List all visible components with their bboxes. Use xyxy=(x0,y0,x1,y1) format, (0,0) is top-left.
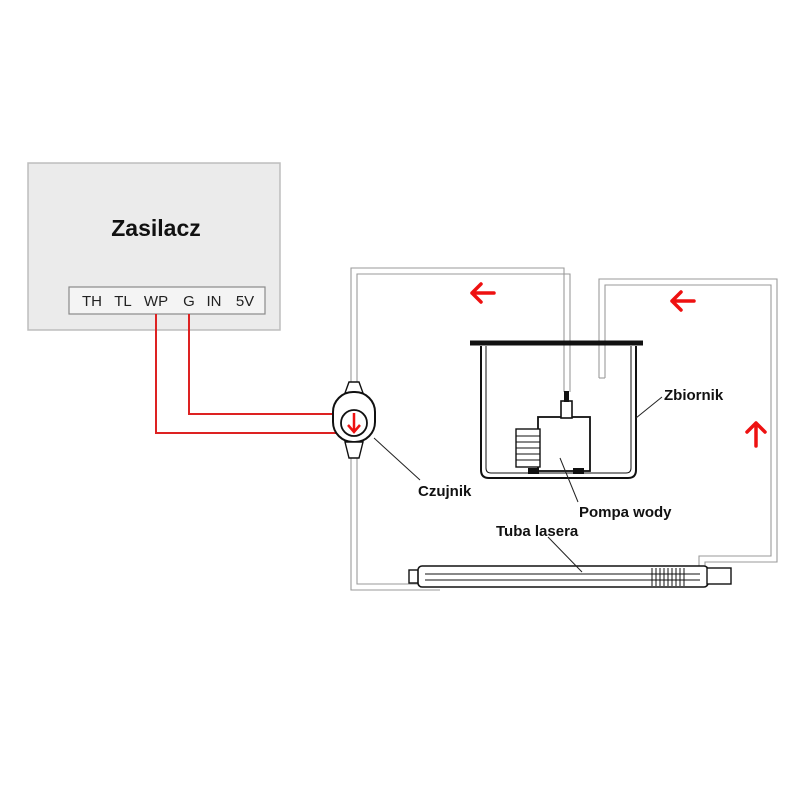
water-pipes xyxy=(350,267,778,591)
pipe-sensor-down-outer xyxy=(350,458,440,591)
pipe-sensor-down-inner xyxy=(356,458,436,585)
leader-tube xyxy=(547,536,583,573)
label-laser-tube: Tuba lasera xyxy=(496,523,579,540)
terminal-wp: WP xyxy=(144,293,168,310)
pipe-return-inner xyxy=(356,273,571,392)
terminal-g: G xyxy=(183,293,195,310)
power-supply: Zasilacz TH TL WP G IN 5V xyxy=(27,162,281,331)
tank-body-outer xyxy=(480,346,637,479)
leader-sensor xyxy=(373,437,421,481)
water-pump xyxy=(515,391,591,474)
pipe-right-inner xyxy=(604,284,772,566)
pump-body xyxy=(537,416,591,472)
pump-foot-right xyxy=(573,468,584,474)
arrow-up-icon xyxy=(745,421,767,448)
pump-outlet xyxy=(560,400,573,419)
arrow-left-icon xyxy=(670,290,696,312)
tank xyxy=(470,340,643,479)
label-sensor: Czujnik xyxy=(418,483,472,500)
pipe-return-outer xyxy=(350,267,565,392)
laser-tube xyxy=(408,565,732,588)
tube-end-right xyxy=(706,567,732,585)
arrow-left-icon xyxy=(470,282,496,304)
wire-wp xyxy=(155,314,340,434)
flow-arrows xyxy=(470,282,767,448)
tank-body-inner xyxy=(485,346,632,474)
terminal-5v: 5V xyxy=(236,293,254,310)
pump-motor-fins xyxy=(516,435,540,461)
terminal-tl: TL xyxy=(114,293,132,310)
terminal-strip xyxy=(68,286,266,315)
leader-lines xyxy=(373,396,663,573)
pump-outlet-nozzle xyxy=(564,391,569,402)
terminal-in: IN xyxy=(207,293,222,310)
flow-sensor xyxy=(332,381,376,459)
pump-foot-left xyxy=(528,468,539,474)
tube-coil xyxy=(651,568,685,586)
leader-pump xyxy=(559,457,579,503)
signal-wires xyxy=(155,314,340,434)
sensor-bottom-neck xyxy=(344,441,364,459)
label-tank: Zbiornik xyxy=(664,387,724,404)
power-supply-title: Zasilacz xyxy=(111,215,201,241)
label-pump: Pompa wody xyxy=(579,504,672,521)
terminal-th: TH xyxy=(82,293,102,310)
sensor-flow-arrow-icon xyxy=(347,413,361,434)
pipe-right-outer xyxy=(598,278,778,572)
leader-tank xyxy=(635,396,663,419)
wire-g xyxy=(188,314,340,415)
